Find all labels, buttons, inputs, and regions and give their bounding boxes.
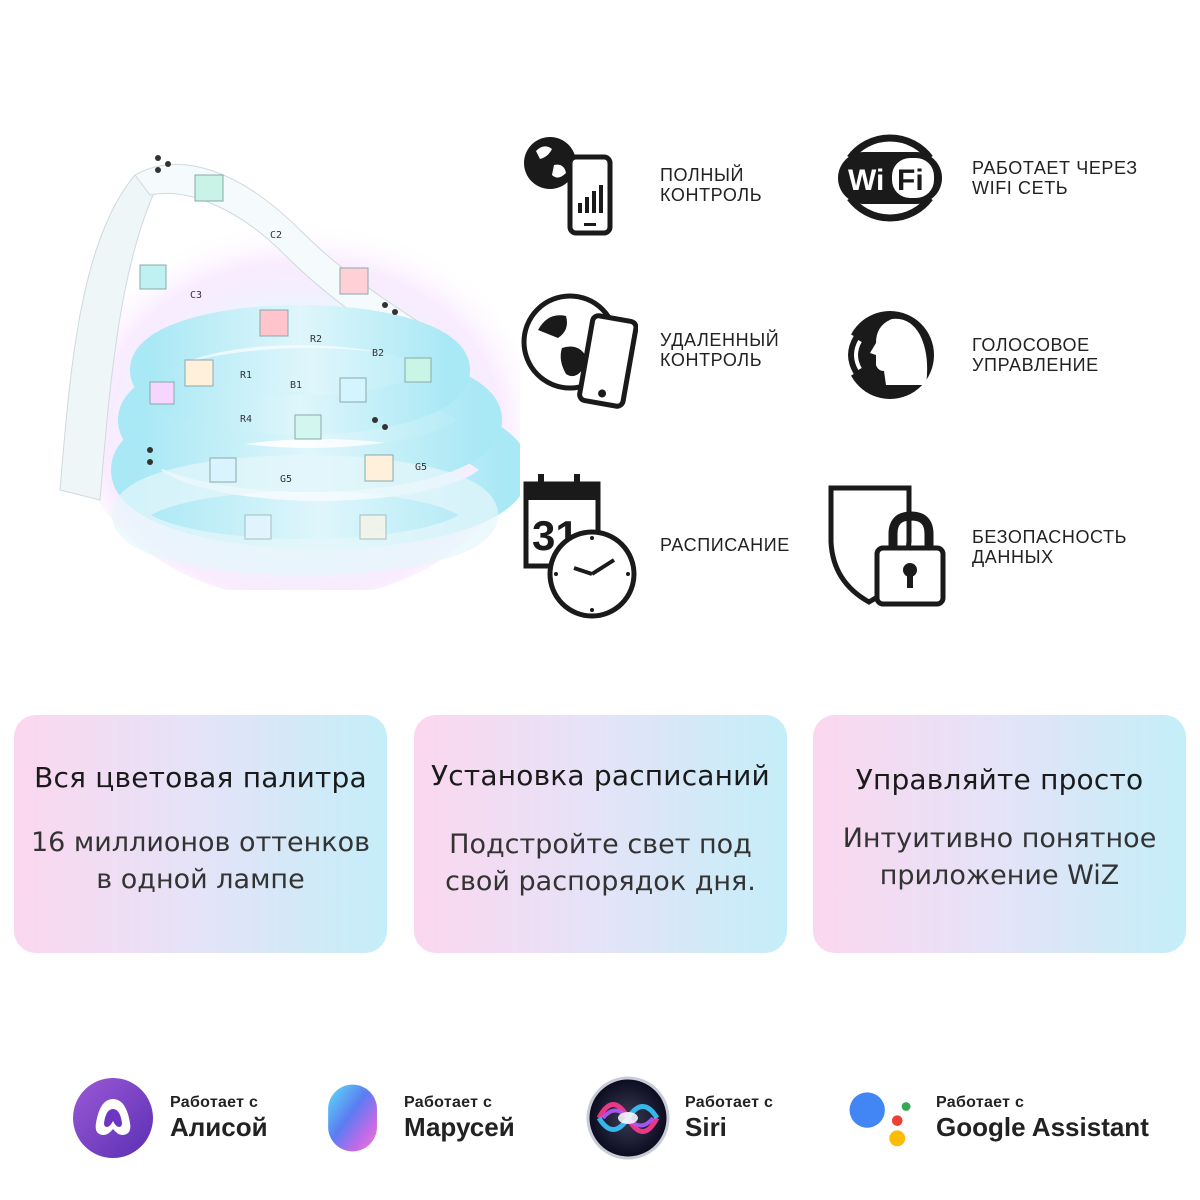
- card-text-line: приложение WiZ: [879, 860, 1120, 891]
- assistant-name: Алисой: [170, 1112, 268, 1142]
- card-text-line: в одной лампе: [96, 864, 305, 895]
- feature-label-line: УДАЛЕННЫЙ: [660, 330, 780, 350]
- voice-head-icon: [844, 311, 934, 399]
- phone-globe-icon: [524, 137, 613, 236]
- remote-globe-phone-icon: [521, 293, 638, 409]
- card-text-line: Подстройте свет под: [449, 829, 752, 860]
- card-color-palette: Вся цветовая палитра 16 миллионов оттенк…: [14, 715, 387, 953]
- led-strip-image: C2 C3 R2 B2 R1 B1 R4 G5 G5: [59, 155, 520, 590]
- wifi-icon: Wi Fi: [838, 134, 942, 222]
- feature-label-line: БЕЗОПАСНОСТЬ: [972, 527, 1128, 547]
- card-text-line: Интуитивно понятное: [842, 823, 1157, 854]
- strip-label: B1: [290, 380, 302, 391]
- assistant-siri: Работает с Siri: [585, 1075, 773, 1161]
- assistant-name: Siri: [685, 1112, 727, 1142]
- wifi-badge-right: Fi: [897, 164, 924, 197]
- strip-label: G5: [415, 462, 427, 473]
- assistant-caption: Работает с: [685, 1094, 774, 1111]
- feature-data-security: БЕЗОПАСНОСТЬ ДАННЫХ: [820, 482, 1152, 612]
- feature-schedule: 31 РАСПИСАНИЕ: [518, 470, 840, 620]
- card-title: Установка расписаний: [431, 759, 770, 792]
- strip-label: R4: [240, 414, 252, 425]
- feature-remote-control: УДАЛЕННЫЙ КОНТРОЛЬ: [518, 290, 840, 410]
- feature-label-line: УПРАВЛЕНИЕ: [972, 355, 1099, 375]
- assistant-name: Google Assistant: [936, 1112, 1149, 1142]
- strip-label: R2: [310, 334, 322, 345]
- feature-voice-control: ГОЛОСОВОЕ УПРАВЛЕНИЕ: [830, 295, 1152, 415]
- strip-label: R1: [240, 370, 252, 381]
- feature-label-line: РАСПИСАНИЕ: [660, 535, 790, 555]
- assistant-alice: Работает с Алисой: [70, 1075, 268, 1161]
- assistant-caption: Работает с: [936, 1094, 1025, 1111]
- assistant-caption: Работает с: [170, 1094, 259, 1111]
- wifi-badge-left: Wi: [848, 164, 884, 197]
- strip-label: B2: [372, 348, 384, 359]
- feature-full-control: ПОЛНЫЙ КОНТРОЛЬ: [518, 125, 840, 245]
- assistant-marusya: Работает с Марусей: [320, 1075, 515, 1161]
- alice-icon: [73, 1078, 153, 1158]
- feature-label-line: ПОЛНЫЙ: [660, 165, 745, 185]
- card-title: Вся цветовая палитра: [34, 761, 367, 794]
- google-assistant-icon: [849, 1092, 911, 1147]
- feature-label-line: ГОЛОСОВОЕ: [972, 335, 1090, 355]
- assistant-google: Работает с Google Assistant: [846, 1075, 1149, 1161]
- feature-label-line: КОНТРОЛЬ: [660, 185, 763, 205]
- calendar-clock-icon: 31: [523, 474, 637, 619]
- feature-label-line: КОНТРОЛЬ: [660, 350, 763, 370]
- assistant-caption: Работает с: [404, 1094, 493, 1111]
- siri-icon: [586, 1076, 670, 1160]
- feature-label-line: ДАННЫХ: [972, 547, 1054, 567]
- shield-lock-icon: [828, 485, 946, 607]
- strip-label: C2: [270, 230, 282, 241]
- strip-label: C3: [190, 290, 202, 301]
- marusya-icon: [328, 1084, 377, 1152]
- assistant-name: Марусей: [404, 1112, 515, 1142]
- card-title: Управляйте просто: [855, 763, 1144, 796]
- card-easy-control: Управляйте просто Интуитивно понятное пр…: [813, 715, 1186, 953]
- card-text-line: 16 миллионов оттенков: [30, 827, 371, 858]
- card-schedule: Установка расписаний Подстройте свет под…: [414, 715, 787, 953]
- strip-label: G5: [280, 474, 292, 485]
- card-text-line: свой распорядок дня.: [445, 866, 756, 897]
- feature-label-line: РАБОТАЕТ ЧЕРЕЗ: [972, 158, 1138, 178]
